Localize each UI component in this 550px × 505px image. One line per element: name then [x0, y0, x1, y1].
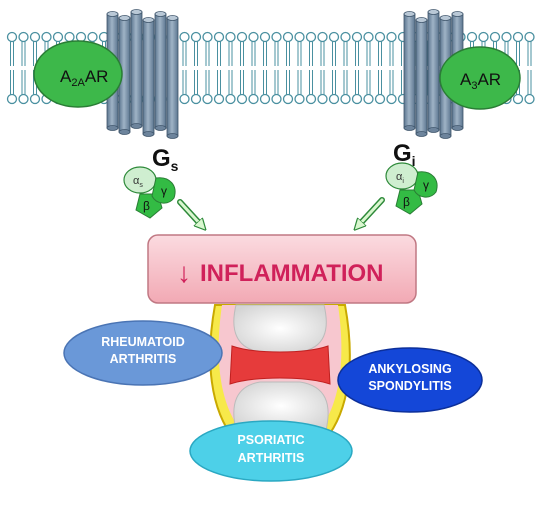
rheumatoid-line2: ARTHRITIS: [110, 352, 177, 366]
gs-label: Gs: [152, 145, 179, 174]
gi-gamma-subunit: [413, 171, 438, 198]
receptor-a2a: A2AAR: [33, 40, 123, 108]
ankylosing-line2: SPONDYLITIS: [368, 379, 451, 393]
psoriatic-line2: ARTHRITIS: [238, 451, 305, 465]
gs-arrow-inner: [178, 200, 202, 226]
g-protein-gi: Gi αi β γ: [385, 140, 438, 215]
decrease-arrow-icon: ↓: [177, 257, 191, 288]
disease-psoriatic-arthritis: PSORIATIC ARTHRITIS: [189, 420, 353, 482]
inflammation-banner: ↓ INFLAMMATION: [147, 234, 417, 304]
psoriatic-line1: PSORIATIC: [237, 433, 304, 447]
disease-rheumatoid-arthritis: RHEUMATOID ARTHRITIS: [63, 320, 223, 386]
gs-beta-label: β: [143, 199, 150, 213]
gi-arrow-inner: [358, 198, 384, 226]
g-protein-gs: Gs αs β γ: [123, 145, 179, 219]
disease-ankylosing-spondylitis: ANKYLOSING SPONDYLITIS: [337, 347, 483, 413]
gi-gamma-label: γ: [423, 178, 429, 192]
receptor-a3-label: A3AR: [460, 70, 501, 92]
gs-gamma-subunit: [151, 177, 176, 204]
gs-gamma-label: γ: [161, 184, 167, 198]
receptor-a3: A3AR: [439, 46, 521, 110]
receptor-a2a-label: A2AAR: [60, 67, 108, 89]
gi-alpha-label: αi: [396, 171, 404, 185]
inflammation-label: INFLAMMATION: [200, 260, 384, 287]
ankylosing-line1: ANKYLOSING: [368, 362, 451, 376]
joint-cartilage-inflamed: [229, 345, 331, 385]
gs-alpha-subunit: [123, 166, 157, 194]
gs-alpha-label: αs: [133, 175, 143, 189]
joint-illustration: [209, 304, 351, 441]
rheumatoid-line1: RHEUMATOID: [101, 335, 185, 349]
gi-label: Gi: [393, 140, 416, 169]
gi-beta-label: β: [403, 195, 410, 209]
